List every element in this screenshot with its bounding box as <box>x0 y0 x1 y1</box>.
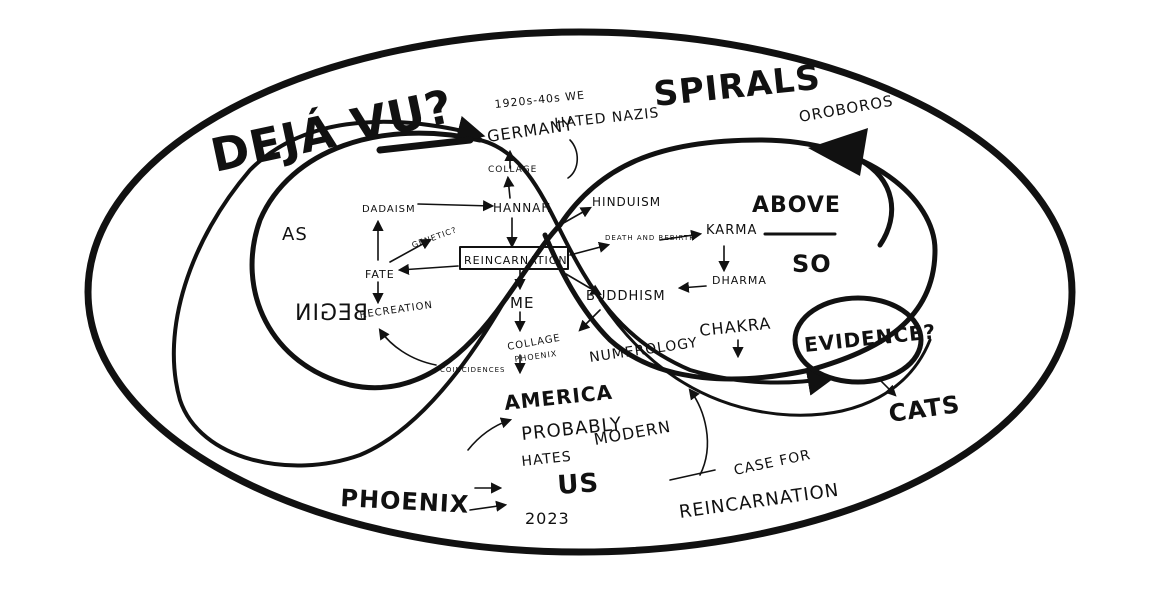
evidence-circle <box>792 295 924 385</box>
label-collage-top: COLLAGE <box>488 165 537 175</box>
label-chakra: CHAKRA <box>698 314 772 340</box>
label-so: SO <box>792 250 832 278</box>
label-spirals: SPIRALS <box>652 58 823 115</box>
label-cats: CATS <box>887 390 962 428</box>
label-karma: KARMA <box>706 223 757 238</box>
label-as: AS <box>282 224 308 245</box>
label-case-for: CASE FOR <box>733 447 813 479</box>
label-hinduism: HINDUISM <box>592 195 661 209</box>
label-deja-vu: DEJÁ VU? <box>206 79 458 183</box>
label-above: ABOVE <box>752 193 841 218</box>
label-hates: HATES <box>521 449 573 470</box>
ouroboros-arrow-line <box>857 157 895 248</box>
label-fate: FATE <box>365 268 395 281</box>
label-year-2023: 2023 <box>525 509 570 528</box>
label-reincarnation-case: REINCARNATION <box>678 480 841 523</box>
label-coincidences: COINCIDENCES <box>440 366 505 374</box>
label-dharma: DHARMA <box>712 274 767 287</box>
label-buddhism: BUDDHISM <box>586 289 666 304</box>
label-dadaism: DADAISM <box>362 204 416 215</box>
infinity-right-lobe <box>542 137 938 382</box>
germany-swoop <box>478 138 836 396</box>
connector-arrows <box>372 139 897 512</box>
right-lower-swoop <box>598 298 932 417</box>
label-genetic: GENETIC? <box>411 225 459 250</box>
label-years-hate: 1920s-40s WE <box>494 89 586 111</box>
label-phoenix-small: PHOENIX <box>514 349 558 364</box>
label-begin-mirrored: BEGIN <box>294 301 368 326</box>
ouroboros-arrowhead <box>808 128 868 176</box>
label-hannah: HANNAH <box>493 201 551 215</box>
label-us: US <box>556 468 600 501</box>
label-me: ME <box>510 294 534 312</box>
lower-left-swoop <box>171 115 507 468</box>
label-phoenix: PHOENIX <box>340 484 470 519</box>
label-recreation: RECREATION <box>359 300 434 321</box>
label-america: AMERICA <box>503 380 614 415</box>
label-reincarnation-center: REINCARNATION <box>464 254 568 267</box>
label-death-rebirth: DEATH AND REBIRTH <box>605 234 696 242</box>
label-germany: GERMANY <box>486 115 575 146</box>
deja-vu-underline <box>376 136 474 154</box>
outer-ellipse <box>84 28 1076 556</box>
